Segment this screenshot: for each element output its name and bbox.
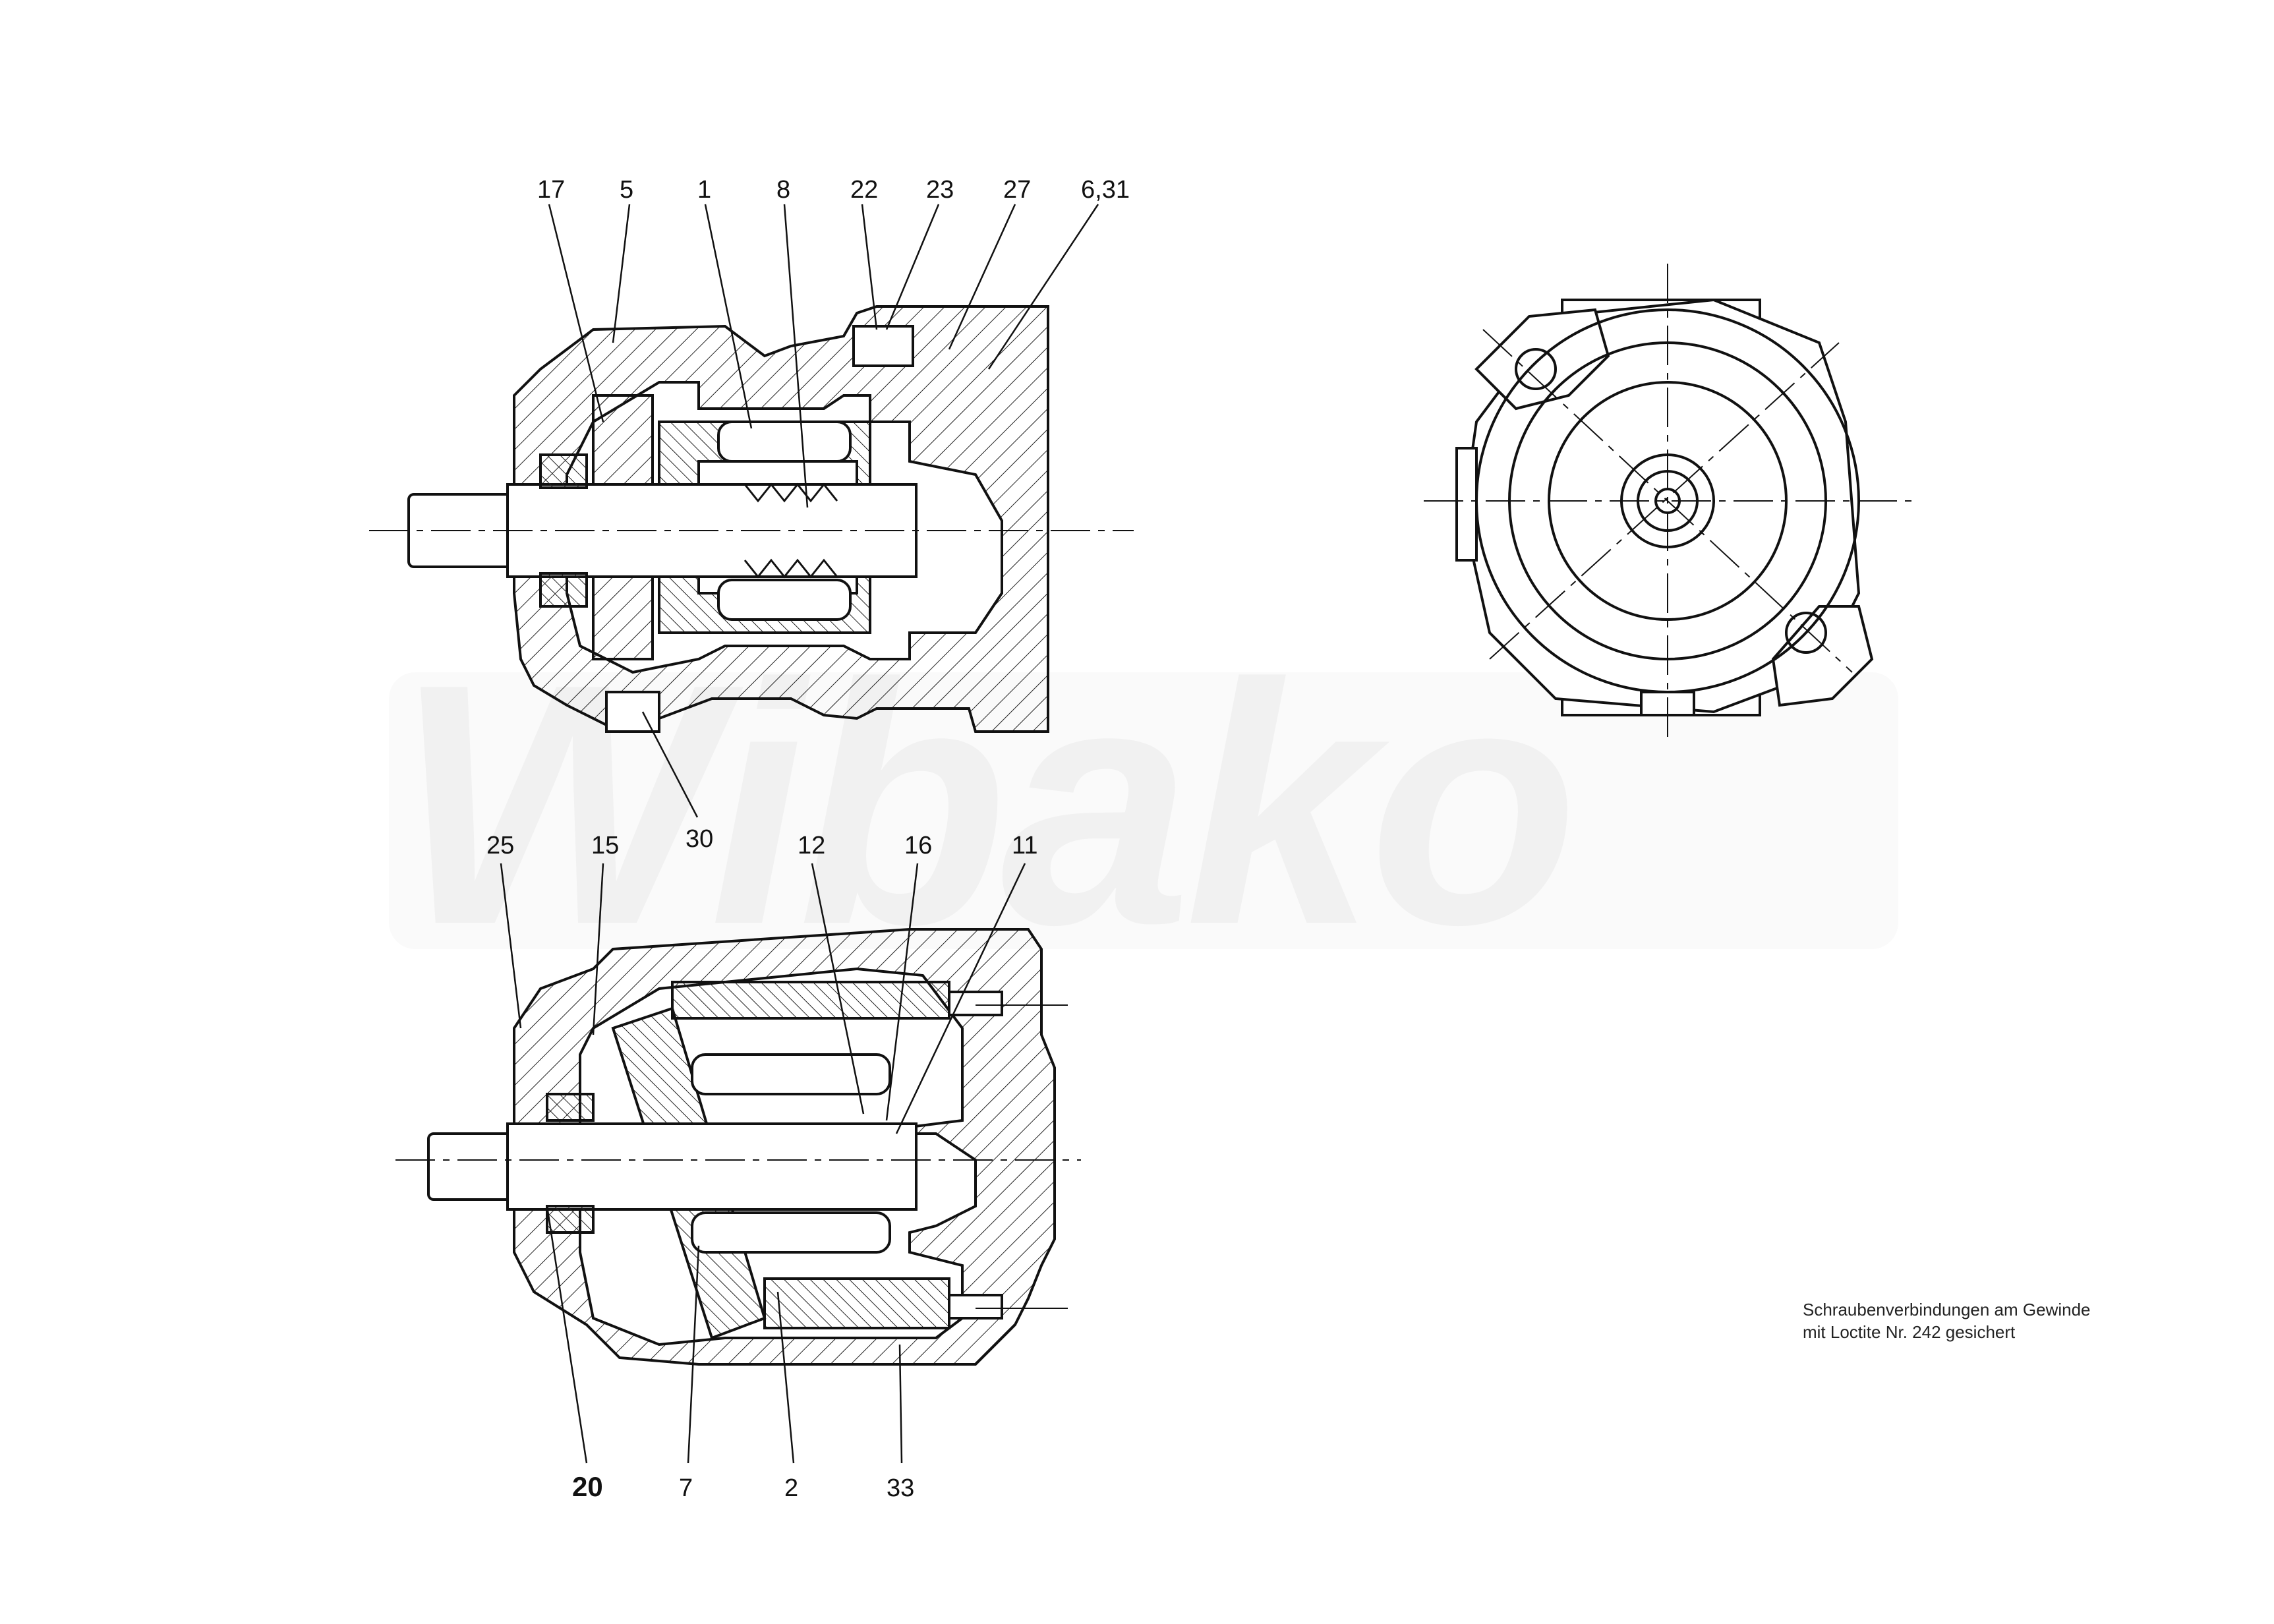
assembly-note-line1: Schraubenverbindungen am Gewinde xyxy=(1803,1300,2091,1320)
end-view xyxy=(1424,264,1911,738)
callout-7: 7 xyxy=(679,1474,693,1502)
bottom-view-leaders xyxy=(500,863,1026,1464)
callout-12: 12 xyxy=(798,832,825,859)
top-view-leaders xyxy=(548,204,1099,818)
callout-5: 5 xyxy=(620,176,633,204)
assembly-note: Schraubenverbindungen am Gewinde mit Loc… xyxy=(1803,1298,2172,1343)
callout-16: 16 xyxy=(904,832,932,859)
top-view-callouts: 17 5 1 8 22 23 27 6,31 30 xyxy=(537,176,1130,853)
callout-11: 11 xyxy=(1012,832,1037,859)
top-section-view xyxy=(369,305,1134,734)
callout-8: 8 xyxy=(776,176,790,204)
callout-30: 30 xyxy=(685,825,713,853)
assembly-note-line2: mit Loctite Nr. 242 gesichert xyxy=(1803,1322,2016,1342)
bottom-section-view xyxy=(395,928,1081,1366)
callout-1: 1 xyxy=(697,176,711,204)
callout-25: 25 xyxy=(486,832,514,859)
callout-27: 27 xyxy=(1003,176,1031,204)
bottom-view-callouts: 25 15 12 16 11 20 7 2 33 xyxy=(486,832,1037,1502)
callout-15: 15 xyxy=(591,832,619,859)
callout-20: 20 xyxy=(572,1471,603,1502)
callout-33: 33 xyxy=(887,1474,914,1502)
callout-17: 17 xyxy=(537,176,565,204)
callout-6-31: 6,31 xyxy=(1081,176,1130,204)
callout-23: 23 xyxy=(926,176,954,204)
callout-22: 22 xyxy=(850,176,878,204)
callout-2: 2 xyxy=(784,1474,798,1502)
